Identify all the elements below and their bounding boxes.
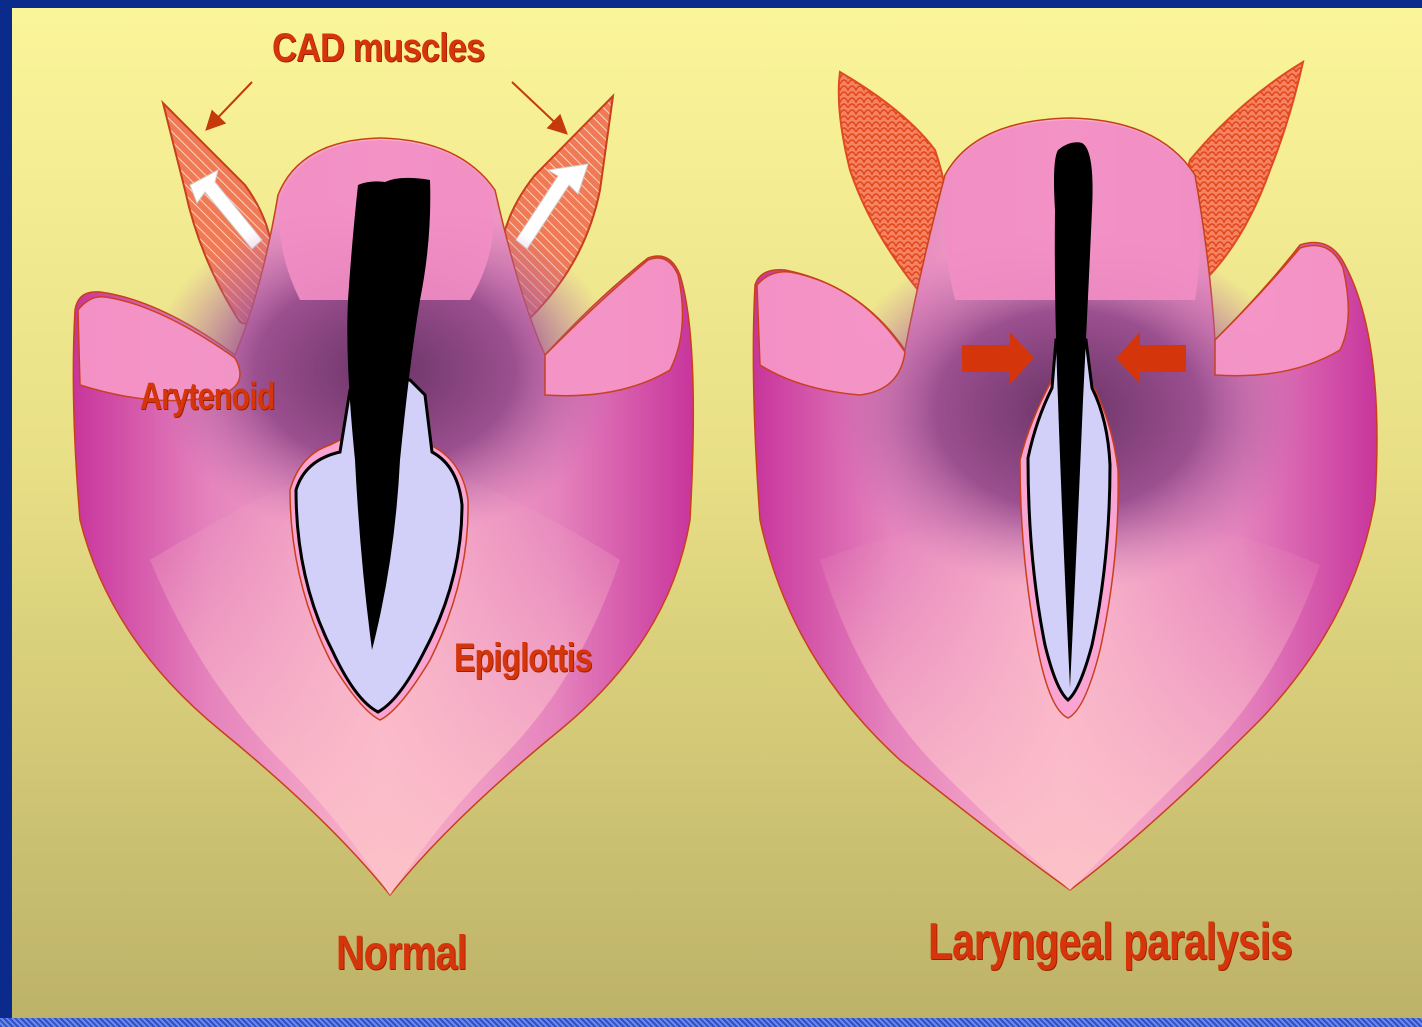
cad-pointer-left — [208, 82, 252, 128]
normal-label: Normal — [336, 926, 467, 981]
laryngeal-paralysis-label: Laryngeal paralysis — [928, 912, 1292, 972]
cad-muscles-label: CAD muscles — [272, 26, 484, 71]
arytenoid-label: Arytenoid — [140, 376, 275, 419]
epiglottis-label: Epiglottis — [454, 636, 592, 681]
normal-larynx — [73, 96, 693, 895]
cad-pointer-right — [512, 82, 565, 132]
paralysis-larynx — [753, 62, 1377, 890]
